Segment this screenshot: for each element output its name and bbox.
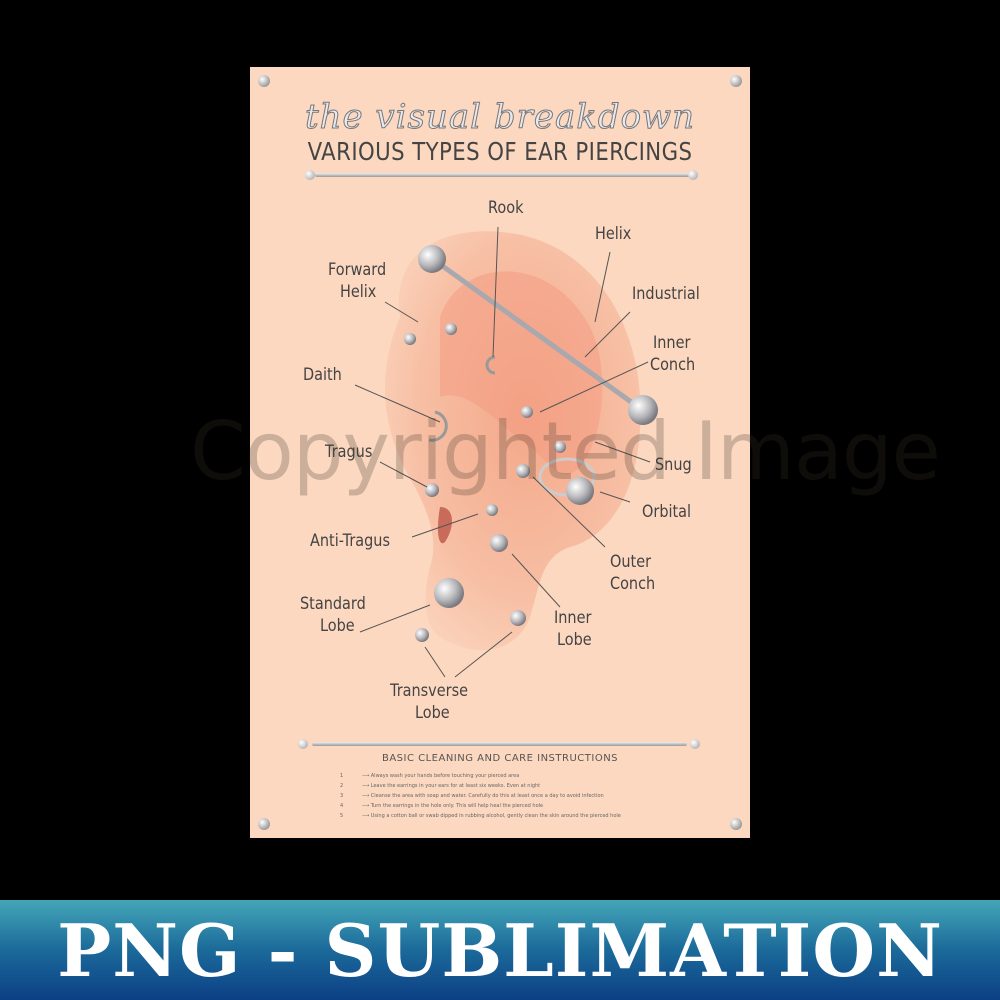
- label-orbital: Orbital: [642, 502, 692, 522]
- label-outer-conch: Outer: [610, 552, 652, 572]
- divider-end: [688, 170, 698, 180]
- label-inner-conch: Inner: [653, 333, 691, 353]
- label-inner-conch: Conch: [650, 355, 696, 375]
- label-snug: Snug: [655, 455, 692, 475]
- screw-icon: [730, 818, 742, 830]
- care-step: 5⟶ Using a cotton ball or swab dipped in…: [340, 813, 621, 819]
- label-standard-lobe: Standard: [300, 594, 366, 614]
- watermark: Copyrighted Image: [190, 405, 941, 498]
- divider: [312, 742, 687, 746]
- divider: [315, 173, 690, 177]
- label-forward-helix: Forward: [328, 260, 387, 280]
- screw-icon: [258, 818, 270, 830]
- screw-icon: [730, 75, 742, 87]
- care-step: 1⟶ Always wash your hands before touchin…: [340, 773, 520, 779]
- poster-script-title: the visual breakdown: [304, 97, 696, 138]
- label-rook: Rook: [488, 198, 524, 218]
- care-step: 4⟶ Turn the earrings in the hole only. T…: [340, 803, 544, 809]
- label-anti-tragus: Anti-Tragus: [310, 531, 390, 551]
- care-step: 3⟶ Cleanse the area with soap and water.…: [340, 793, 604, 799]
- banner-text: PNG - SUBLIMATION: [57, 908, 943, 993]
- label-standard-lobe: Lobe: [320, 616, 355, 636]
- care-title: BASIC CLEANING AND CARE INSTRUCTIONS: [381, 753, 619, 764]
- care-step: 2⟶ Leave the earrings in your ears for a…: [340, 783, 541, 789]
- label-outer-conch: Conch: [610, 574, 656, 594]
- poster-title: VARIOUS TYPES OF EAR PIERCINGS: [307, 137, 693, 166]
- divider-end: [305, 170, 315, 180]
- label-industrial: Industrial: [632, 284, 700, 304]
- label-daith: Daith: [303, 365, 342, 385]
- industrial-bar: [428, 254, 647, 415]
- banner: PNG - SUBLIMATION: [0, 900, 1000, 1000]
- label-tragus: Tragus: [325, 442, 373, 462]
- ear-illustration: [354, 226, 658, 678]
- label-helix: Helix: [595, 224, 632, 244]
- divider-end: [298, 739, 308, 749]
- label-transverse-lobe: Lobe: [415, 703, 450, 723]
- label-inner-lobe: Lobe: [557, 630, 592, 650]
- divider-end: [690, 739, 700, 749]
- ear-piercing-poster: the visual breakdown VARIOUS TYPES OF EA…: [250, 67, 750, 838]
- screw-icon: [258, 75, 270, 87]
- label-transverse-lobe: Transverse: [390, 681, 468, 701]
- label-inner-lobe: Inner: [554, 608, 592, 628]
- label-forward-helix: Helix: [340, 282, 377, 302]
